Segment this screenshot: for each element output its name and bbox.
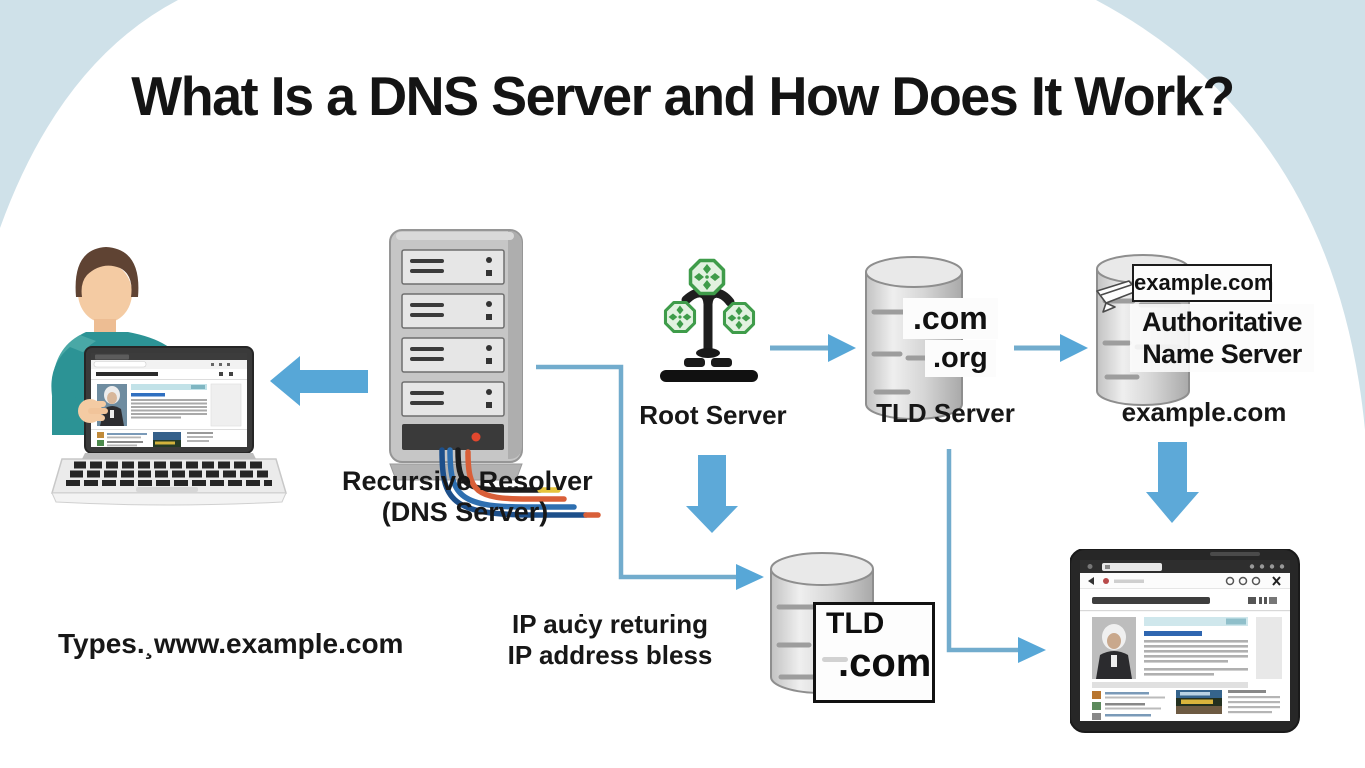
touchpad	[136, 487, 198, 492]
tld-record-box: TLD .com	[813, 602, 935, 703]
laptop-icon	[50, 346, 288, 506]
toolbar-icons	[1225, 576, 1281, 586]
tablet-webpage-mock	[1080, 560, 1290, 720]
tld-record-title: TLD	[826, 607, 885, 640]
tld-com-tag: .com	[903, 298, 998, 339]
poster-thumbnail-mock	[1176, 690, 1222, 714]
news-list-mock	[1092, 691, 1165, 720]
server-slots	[401, 249, 505, 417]
authoritative-name-server-label: Authoritative Name Server	[1130, 304, 1314, 372]
authoritative-header-box: example.com	[1132, 264, 1273, 302]
power-led	[471, 432, 481, 442]
authoritative-domain-label: example.com	[1121, 397, 1287, 427]
root-server-label: Root Server	[639, 400, 787, 430]
tld-server-database-icon	[865, 256, 963, 420]
stripe-decoration	[822, 657, 848, 662]
tld-record-value: .com	[838, 641, 932, 685]
tld-org-tag: .org	[925, 340, 996, 377]
user-hand	[78, 399, 108, 423]
user-query-label: Types.¸www.example.com	[58, 628, 404, 659]
user-with-laptop-illustration	[50, 247, 288, 506]
root-server-tree-icon	[660, 258, 758, 382]
sidebar-lines-mock	[1228, 690, 1280, 714]
tablet-browser-icon	[1070, 549, 1300, 733]
favicon	[1103, 578, 1109, 584]
keyboard-keys	[66, 461, 272, 486]
response-note: IP auċy returing IP address bless	[507, 609, 713, 670]
back-icon	[1088, 577, 1094, 585]
recursive-resolver-label: Recursive Resolver (DNS Server)	[342, 466, 593, 528]
server-rack-icon	[389, 229, 601, 518]
page-title: What Is a DNS Server and How Does It Wor…	[131, 65, 1235, 127]
heading-icons	[1248, 597, 1277, 604]
tld-server-label: TLD Server	[876, 398, 1015, 428]
